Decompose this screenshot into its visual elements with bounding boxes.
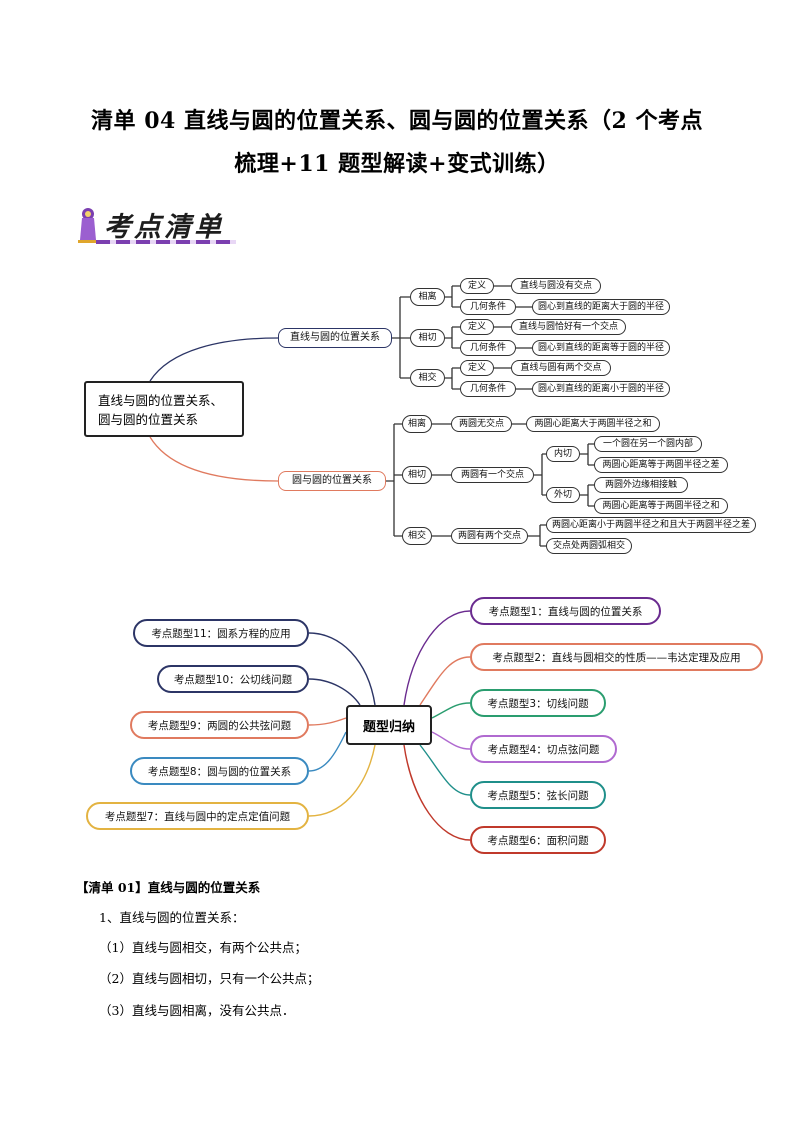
lc-separate-cond: 几何条件 bbox=[460, 299, 516, 315]
cc-outer-b: 两圆心距离等于两圆半径之和 bbox=[594, 498, 728, 514]
cc-tangent-mid: 两圆有一个交点 bbox=[451, 467, 534, 483]
section-heading: 【清单 01】直线与圆的位置关系 bbox=[76, 877, 260, 896]
lc-intersect: 相交 bbox=[410, 369, 445, 387]
lc-tangent-cond: 几何条件 bbox=[460, 340, 516, 356]
topic-6: 考点题型6：面积问题 bbox=[470, 826, 606, 854]
lc-tangent: 相切 bbox=[410, 329, 445, 347]
mascot-icon bbox=[78, 208, 100, 243]
lc-tangent-def-text: 直线与圆恰好有一个交点 bbox=[511, 319, 626, 335]
mindmap1-root: 直线与圆的位置关系、 圆与圆的位置关系 bbox=[84, 381, 244, 437]
document-title-line2: 梳理+11 题型解读+变式训练） bbox=[234, 151, 560, 177]
cc-outer-a: 两圆外边缘相接触 bbox=[594, 477, 688, 493]
cc-intersect-mid: 两圆有两个交点 bbox=[451, 528, 528, 544]
topic-3: 考点题型3：切线问题 bbox=[470, 689, 606, 717]
cc-separate-text: 两圆心距离大于两圆半径之和 bbox=[526, 416, 660, 432]
lc-intersect-cond: 几何条件 bbox=[460, 381, 516, 397]
topic-4: 考点题型4：切点弦问题 bbox=[470, 735, 617, 763]
cc-inner-a: 一个圆在另一个圆内部 bbox=[594, 436, 702, 452]
cc-intersect-a: 两圆心距离小于两圆半径之和且大于两圆半径之差 bbox=[546, 517, 756, 533]
cc-intersect: 相交 bbox=[402, 527, 432, 545]
cc-separate: 相离 bbox=[402, 415, 432, 433]
lc-intersect-cond-text: 圆心到直线的距离小于圆的半径 bbox=[532, 381, 670, 397]
lc-tangent-cond-text: 圆心到直线的距离等于圆的半径 bbox=[532, 340, 670, 356]
topic-2: 考点题型2：直线与圆相交的性质——韦达定理及应用 bbox=[470, 643, 763, 671]
lc-intersect-def-text: 直线与圆有两个交点 bbox=[511, 360, 611, 376]
cc-outer: 外切 bbox=[546, 487, 580, 503]
cc-intersect-b: 交点处两圆弧相交 bbox=[546, 538, 632, 554]
cc-inner: 内切 bbox=[546, 446, 580, 462]
banner-underline bbox=[96, 240, 236, 244]
root-line2: 圆与圆的位置关系 bbox=[98, 412, 199, 427]
topic-9: 考点题型9：两圆的公共弦问题 bbox=[130, 711, 309, 739]
branch-line-circle: 直线与圆的位置关系 bbox=[278, 328, 392, 348]
lc-separate-cond-text: 圆心到直线的距离大于圆的半径 bbox=[532, 299, 670, 315]
cc-inner-b: 两圆心距离等于两圆半径之差 bbox=[594, 457, 728, 473]
cc-tangent: 相切 bbox=[402, 466, 432, 484]
banner-title: 考点清单 bbox=[104, 212, 224, 243]
section-p3: （3）直线与圆相离，没有公共点． bbox=[99, 1003, 295, 1018]
lc-tangent-def: 定义 bbox=[460, 319, 494, 335]
cc-separate-mid: 两圆无交点 bbox=[451, 416, 512, 432]
document-title-line1: 清单 04 直线与圆的位置关系、圆与圆的位置关系（2 个考点 bbox=[91, 108, 703, 134]
topic-5: 考点题型5：弦长问题 bbox=[470, 781, 606, 809]
branch-circle-circle: 圆与圆的位置关系 bbox=[278, 471, 386, 491]
section-item1: 1、直线与圆的位置关系： bbox=[99, 910, 245, 925]
section-banner: 考点清单 bbox=[76, 204, 236, 248]
topic-11: 考点题型11：圆系方程的应用 bbox=[133, 619, 309, 647]
lc-separate: 相离 bbox=[410, 288, 445, 306]
root-line1: 直线与圆的位置关系、 bbox=[98, 393, 224, 408]
lc-intersect-def: 定义 bbox=[460, 360, 494, 376]
topic-10: 考点题型10：公切线问题 bbox=[157, 665, 309, 693]
lc-separate-def-text: 直线与圆没有交点 bbox=[511, 278, 601, 294]
lc-separate-def: 定义 bbox=[460, 278, 494, 294]
mindmap2-root: 题型归纳 bbox=[346, 705, 432, 745]
section-p1: （1）直线与圆相交，有两个公共点； bbox=[99, 940, 307, 955]
topic-1: 考点题型1：直线与圆的位置关系 bbox=[470, 597, 661, 625]
topic-7: 考点题型7：直线与圆中的定点定值问题 bbox=[86, 802, 309, 830]
section-heading-text: 【清单 01】直线与圆的位置关系 bbox=[76, 880, 261, 895]
topic-8: 考点题型8：圆与圆的位置关系 bbox=[130, 757, 309, 785]
section-p2: （2）直线与圆相切，只有一个公共点； bbox=[99, 971, 320, 986]
